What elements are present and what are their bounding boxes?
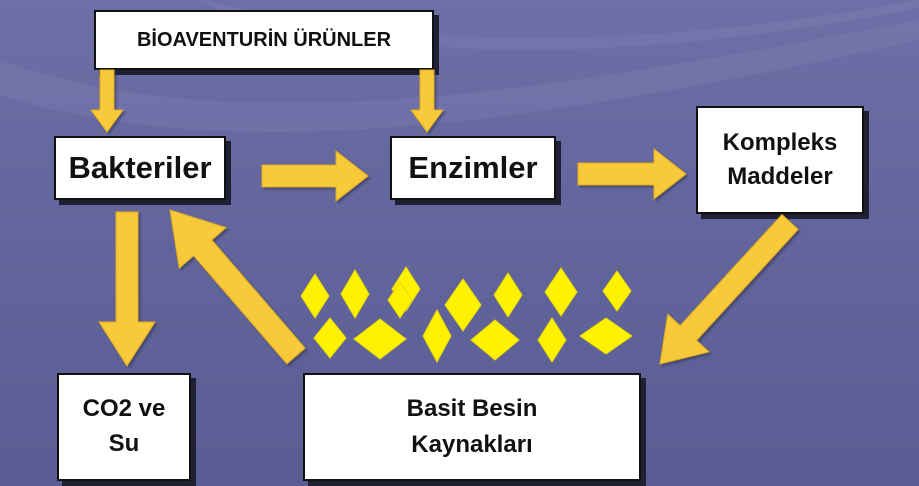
node-complex-matter: Kompleks Maddeler [696, 106, 864, 214]
node-bioaventurin-products: BİOAVENTURİN ÜRÜNLER [94, 10, 434, 70]
node-bioaventurin-label: BİOAVENTURİN ÜRÜNLER [136, 28, 392, 51]
node-simple-line2: Kaynakları [411, 431, 533, 458]
node-complex-line2: Maddeler [727, 163, 833, 190]
node-co2-line1: CO2 ve [82, 395, 166, 423]
node-complex-line1: Kompleks [722, 129, 838, 157]
node-simple-nutrients: Basit Besin Kaynakları [303, 373, 641, 481]
node-simple-line1: Basit Besin [406, 395, 538, 422]
node-bacteria-label: Bakteriler [68, 150, 212, 185]
node-co2-water: CO2 ve Su [57, 373, 191, 481]
node-co2-line2: Su [108, 430, 140, 457]
node-bacteria: Bakteriler [54, 136, 226, 200]
node-enzymes: Enzimler [390, 136, 556, 200]
node-enzymes-label: Enzimler [408, 150, 538, 185]
